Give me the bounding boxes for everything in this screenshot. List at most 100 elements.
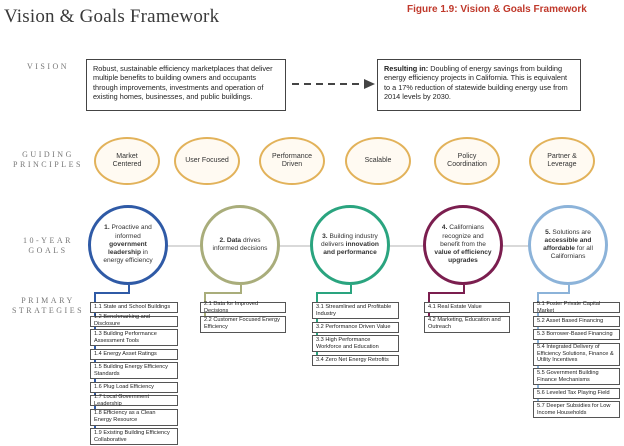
strategy-item: 1.1 State and School Buildings	[90, 302, 178, 313]
row-label-goals-line1: 10-YEAR	[23, 236, 73, 245]
strategy-column-3: 3.1 Streamlined and Profitable Industry 3…	[312, 302, 399, 368]
goal-bridge-5	[537, 292, 570, 294]
vision-text: Robust, sustainable efficiency marketpla…	[93, 64, 273, 101]
goal-text-bold: value of efficiency upgrades	[434, 249, 492, 265]
goal-3: 3. Building industry delivers innovation…	[310, 205, 390, 285]
strategy-item: 3.3 High Performance Workforce and Educa…	[312, 335, 399, 352]
strategy-label: 2.2 Customer Focused Energy Efficiency	[204, 317, 280, 330]
strategy-item: 5.4 Integrated Delivery of Efficiency So…	[533, 342, 620, 366]
goal-text: 5. Solutions are accessible and affordab…	[539, 229, 597, 262]
strategy-label: 3.2 Performance Driven Value	[316, 323, 391, 330]
strategy-item: 4.2 Marketing, Education and Outreach	[424, 315, 510, 333]
goal-text-post: for all Californians	[550, 245, 593, 261]
row-label-strategies-line1: PRIMARY	[21, 296, 75, 305]
strategy-column-5: 5.1 Foster Private Capital Market 5.2 Ass…	[533, 301, 620, 421]
goal-stub-2	[240, 285, 242, 293]
strategy-item: 5.7 Deeper Subsidies for Low Income Hous…	[533, 401, 620, 418]
goal-4: 4. Californians recognize and benefit fr…	[423, 205, 503, 285]
goal-5: 5. Solutions are accessible and affordab…	[528, 205, 608, 285]
principle-label: User Focused	[185, 156, 229, 164]
strategy-item: 2.1 Data for Improved Decisions	[200, 300, 286, 314]
principle-6: Partner & Leverage	[529, 137, 595, 185]
principle-label: Scalable	[364, 156, 392, 164]
goal-text-pre: Californians recognize and benefit from …	[440, 224, 486, 248]
row-label-guiding-line1: GUIDING	[22, 150, 74, 159]
strategy-column-2: 2.1 Data for Improved Decisions 2.2 Custo…	[200, 300, 286, 335]
strategy-item: 3.4 Zero Net Energy Retrofits	[312, 354, 399, 366]
strategy-item: 1.9 Existing Building Efficiency Collabo…	[90, 428, 178, 445]
strategy-item: 1.8 Efficiency as a Clean Energy Resourc…	[90, 408, 178, 426]
principle-label: Partner & Leverage	[547, 152, 577, 169]
goal-number: 2.	[219, 236, 225, 244]
principle-1: Market Centered	[94, 137, 160, 185]
goal-text-pre: Building industry delivers	[321, 232, 378, 248]
goal-stub-5	[568, 285, 570, 293]
strategy-label: 5.5 Government Building Finance Mechanis…	[537, 369, 599, 383]
principle-3: Performance Driven	[259, 137, 325, 185]
goal-stub-1	[128, 285, 130, 293]
goal-bridge-3	[316, 292, 352, 294]
goal-text: 2. Data drives informed decisions	[211, 237, 269, 253]
strategy-label: 1.9 Existing Building Efficiency Collabo…	[94, 429, 170, 443]
strategy-item: 5.2 Asset Based Financing	[533, 315, 620, 327]
goal-text: 4. Californians recognize and benefit fr…	[434, 224, 492, 265]
strategy-label: 5.2 Asset Based Financing	[537, 317, 604, 324]
result-label: Resulting in:	[384, 64, 429, 73]
goal-text-pre: Solutions are	[550, 228, 591, 236]
strategy-label: 1.3 Building Performance Assessment Tool…	[94, 330, 157, 344]
page-title: Vision & Goals Framework	[4, 6, 220, 27]
strategy-item: 4.1 Real Estate Value	[424, 302, 510, 313]
goal-stub-3	[350, 285, 352, 293]
strategy-label: 5.7 Deeper Subsidies for Low Income Hous…	[537, 402, 611, 416]
strategy-label: 4.1 Real Estate Value	[428, 304, 482, 311]
vision-arrow-head	[364, 79, 375, 89]
row-label-goals: 10-YEAR GOALS	[0, 236, 96, 256]
row-label-strategies: PRIMARY STRATEGIES	[0, 296, 96, 316]
strategy-label: 3.1 Streamlined and Profitable Industry	[316, 303, 392, 317]
vision-statement: Robust, sustainable efficiency marketpla…	[86, 59, 286, 111]
strategy-label: 2.1 Data for Improved Decisions	[204, 300, 259, 314]
strategy-column-4: 4.1 Real Estate Value 4.2 Marketing, Educ…	[424, 302, 510, 335]
strategy-label: 5.4 Integrated Delivery of Efficiency So…	[537, 343, 614, 364]
goal-stub-4	[463, 285, 465, 293]
strategy-item: 2.2 Customer Focused Energy Efficiency	[200, 315, 286, 333]
strategy-item: 5.6 Leveled Tax Playing Field	[533, 387, 620, 399]
goal-text-bold: accessible and affordable	[543, 236, 592, 252]
vision-result: Resulting in: Doubling of energy savings…	[377, 59, 581, 111]
goal-text-bold: government leadership	[108, 240, 147, 257]
strategy-item: 3.2 Performance Driven Value	[312, 321, 399, 333]
strategy-item: 1.6 Plug Load Efficiency	[90, 381, 178, 393]
strategy-item: 1.5 Building Energy Efficiency Standards	[90, 362, 178, 379]
strategy-label: 1.4 Energy Asset Ratings	[94, 350, 157, 357]
goal-bridge-2	[204, 292, 242, 294]
goal-number: 4.	[441, 224, 448, 232]
principle-5: Policy Coordination	[434, 137, 500, 185]
strategy-label: 1.6 Plug Load Efficiency	[94, 383, 154, 390]
principle-label: Market Centered	[112, 152, 142, 169]
strategy-item: 3.1 Streamlined and Profitable Industry	[312, 302, 399, 319]
goal-text-bold: Data	[226, 236, 242, 244]
figure-label: Figure 1.9: Vision & Goals Framework	[407, 4, 587, 15]
row-label-vision-text: VISION	[26, 62, 70, 71]
goal-bridge-1	[94, 292, 130, 294]
strategy-item: 5.5 Government Building Finance Mechanis…	[533, 368, 620, 385]
goal-bridge-4	[428, 292, 465, 294]
strategy-item: 1.3 Building Performance Assessment Tool…	[90, 329, 178, 346]
goal-number: 3.	[322, 232, 328, 240]
strategy-item: 1.7 Local Government Leadership	[90, 394, 178, 407]
principle-label: Performance Driven	[271, 152, 313, 169]
strategy-label: 1.5 Building Energy Efficiency Standards	[94, 363, 168, 377]
row-label-vision: VISION	[0, 62, 96, 72]
strategy-label: 5.6 Leveled Tax Playing Field	[537, 389, 610, 396]
principle-label: Policy Coordination	[447, 152, 487, 169]
goal-2: 2. Data drives informed decisions	[200, 205, 280, 285]
result-text: Doubling of energy savings from building…	[384, 64, 568, 101]
strategy-item: 5.1 Foster Private Capital Market	[533, 301, 620, 314]
goal-1: 1. Proactive and informed government lea…	[88, 205, 168, 285]
goal-text-bold: innovation and performance	[323, 240, 379, 257]
strategy-item: 1.2 Benchmarking and Disclosure	[90, 314, 178, 327]
strategy-label: 1.8 Efficiency as a Clean Energy Resourc…	[94, 410, 156, 423]
goal-number: 5.	[545, 228, 551, 236]
row-label-goals-line2: GOALS	[28, 246, 68, 255]
